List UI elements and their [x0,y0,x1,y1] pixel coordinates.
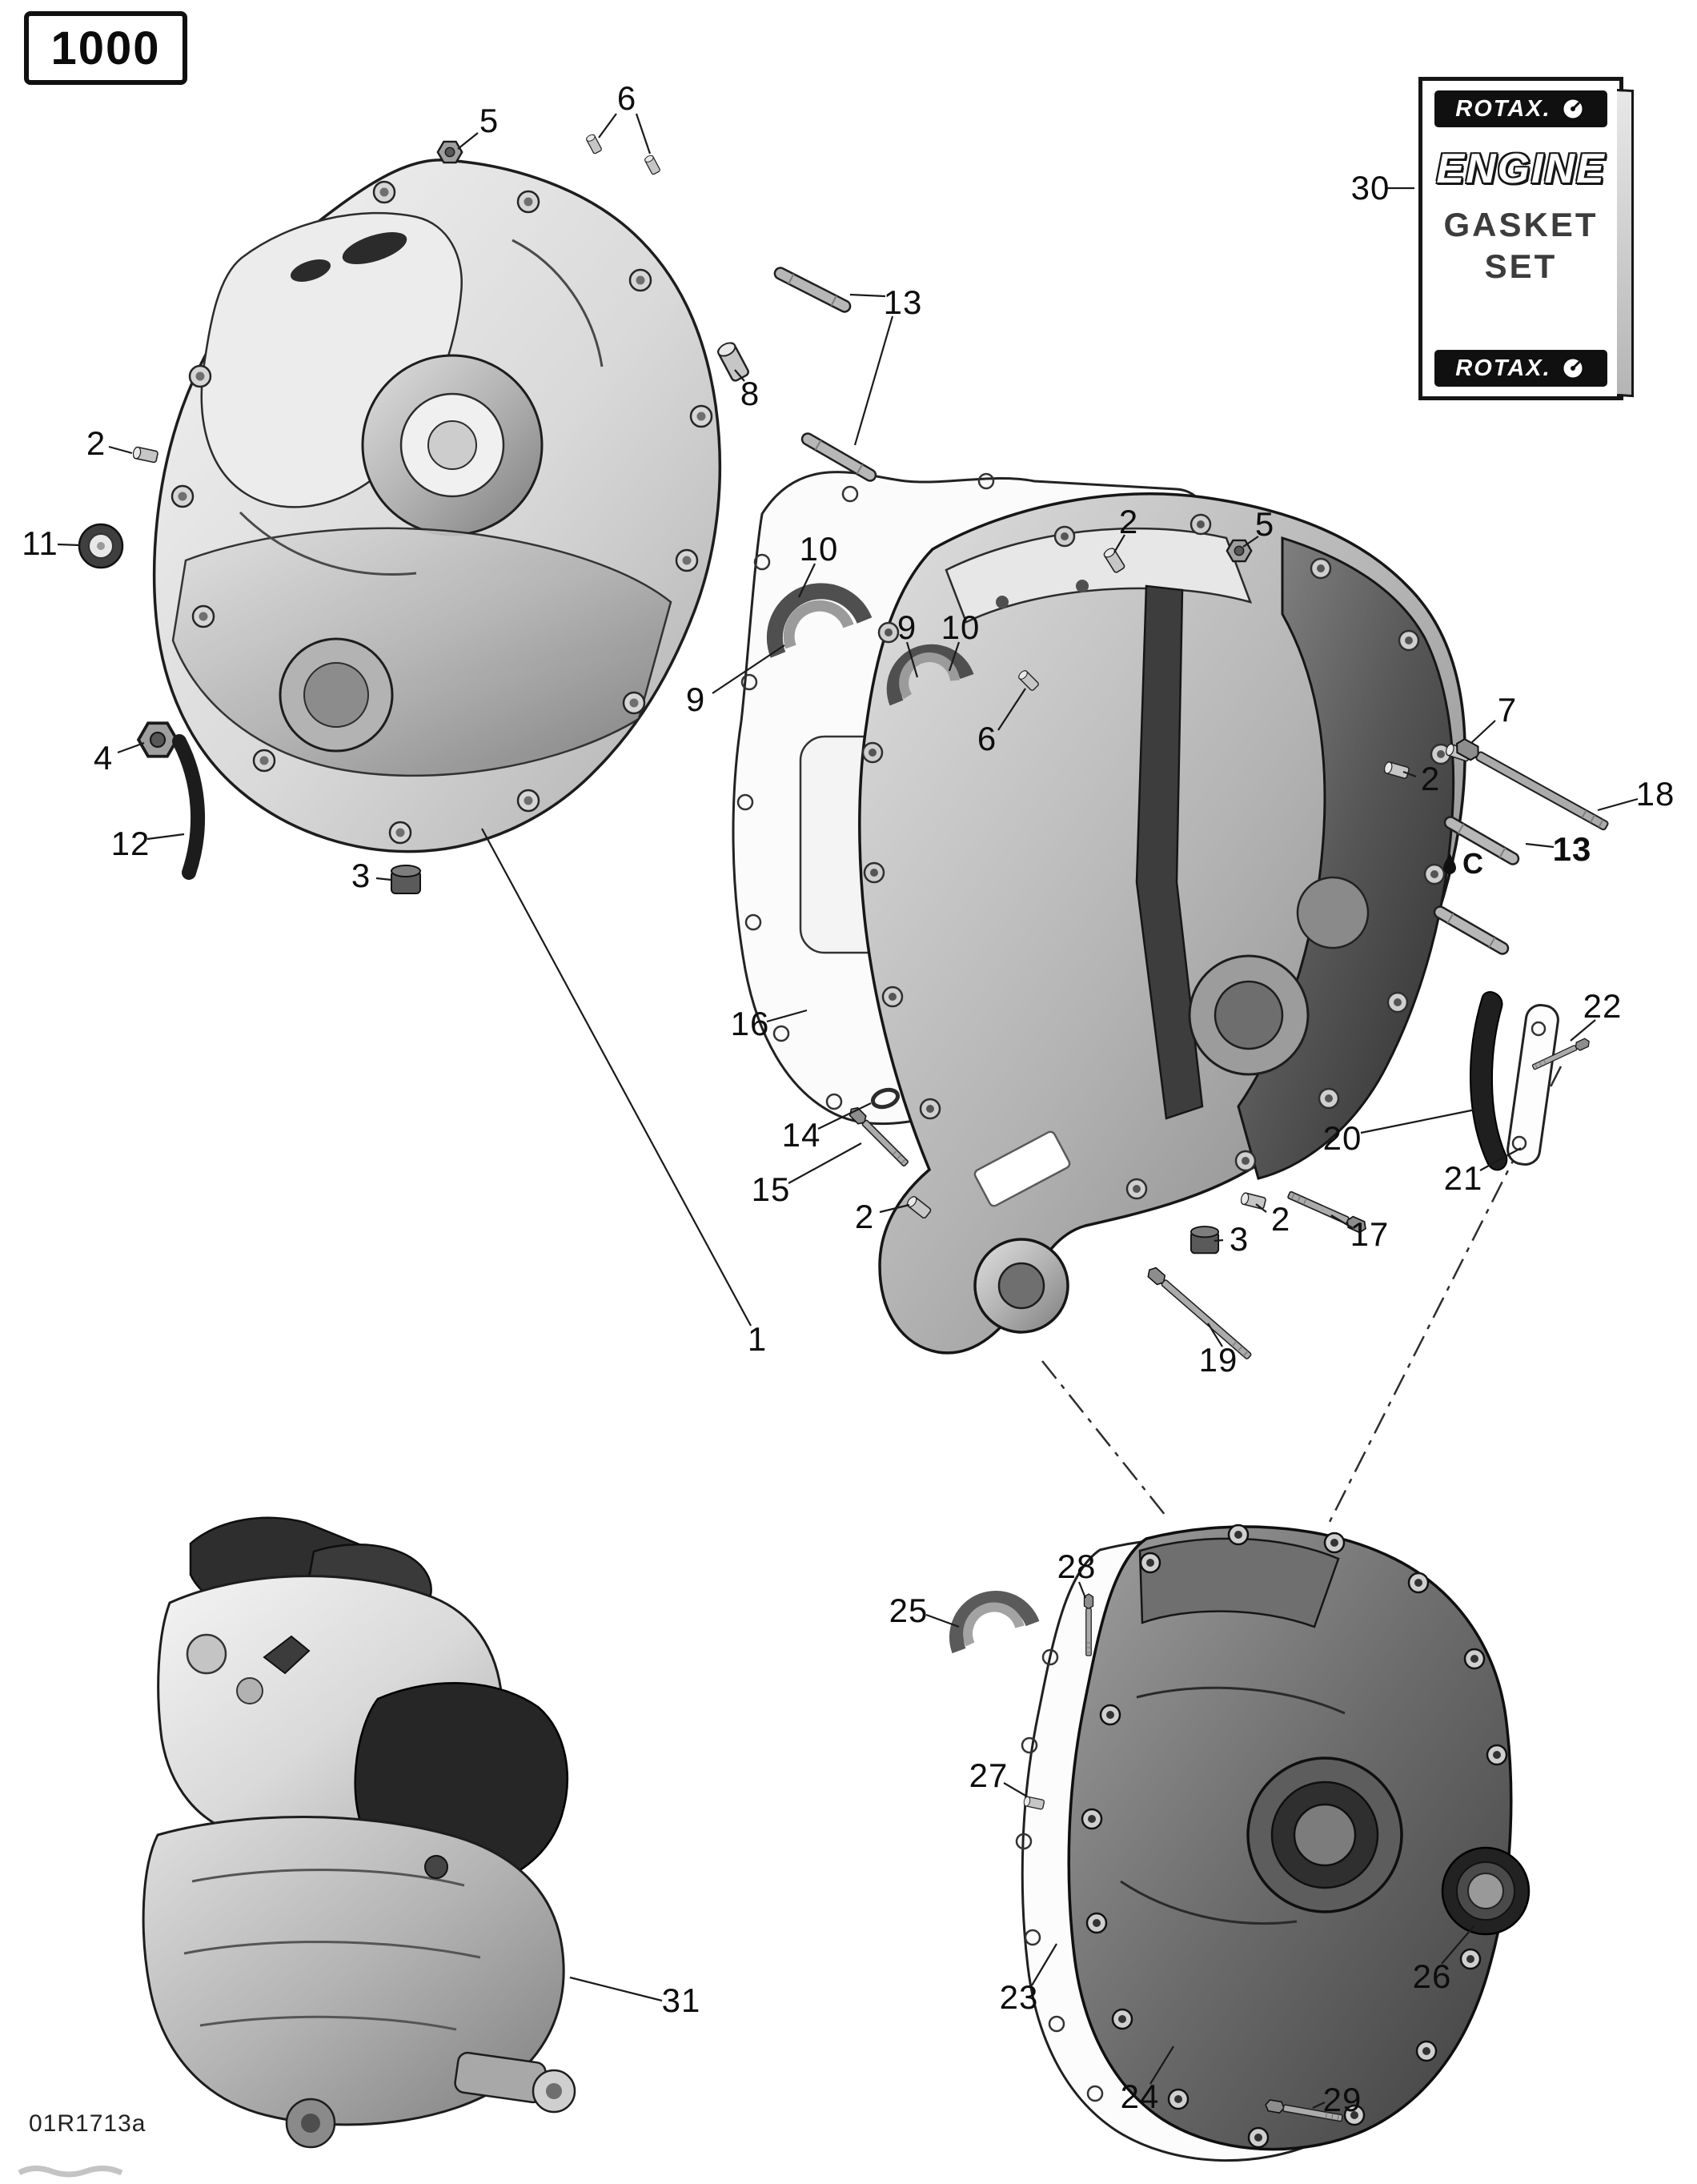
oil-seal-26-illustration [1441,1846,1531,1936]
tensioner-guide-illustration [1469,991,1559,1171]
gasket-card-title-engine: ENGINE [1436,146,1606,192]
spacer-nut-illustration [137,721,179,758]
engine-assembly-illustration [142,1516,576,2149]
engine-gasket-set-card: ROTAX. ENGINE GASKET SET ROTAX. [1418,77,1623,400]
flange-bolt-illustration [1145,1264,1254,1363]
dowel-pin-illustration [584,133,603,155]
rotax-brand-bar-bottom: ROTAX. [1434,350,1608,387]
crankcase-half-front-illustration [152,159,722,853]
stud-illustration [1431,903,1511,958]
nut-illustration [436,140,463,164]
model-badge: 1000 [24,11,187,85]
rotax-brand-bar-top: ROTAX. [1434,90,1608,127]
magneto-cover-illustration [1067,1524,1513,2151]
rotax-logo-text: ROTAX. [1455,95,1551,122]
bearing-25-illustration [949,1591,1040,1654]
oil-mark-letter: C [1462,847,1483,880]
engine-label-sticker [973,1130,1071,1207]
plug-illustration [391,865,421,894]
dowel-pin-illustration [715,339,751,383]
model-badge-text: 1000 [50,22,161,74]
stud-illustration [772,264,853,315]
gasket-card-title-set: SET [1484,247,1558,285]
projection-lines [1041,1066,1563,1524]
plug-illustration [1190,1226,1220,1255]
rotax-badge-icon [1561,356,1585,380]
rotax-badge-icon [1561,97,1585,121]
cover-bolt-holes [1081,1524,1508,2149]
crankcase-half-rear-illustration [858,492,1466,1355]
flange-bolt-illustration [1083,1593,1094,1656]
oil-seal-11-illustration [78,523,124,569]
oil-drop-icon [1443,853,1456,874]
gasket-card-title-gasket: GASKET [1443,206,1599,243]
bolt-bosses [171,180,713,845]
print-artifact [18,2166,123,2178]
rotax-logo-text: ROTAX. [1455,355,1551,381]
cover-gasket-illustration [1015,1536,1466,2162]
washer-ring-illustration [870,1087,901,1110]
dowel-pin-illustration [1239,1191,1267,1210]
fasteners [131,133,1611,2125]
flange-bolt-illustration [1452,736,1611,834]
oil-drop-mark: C [1441,847,1483,881]
nut-illustration [1226,539,1253,563]
flange-bolt-illustration [1286,1188,1369,1235]
dowel-pin-illustration [643,154,661,176]
bolt-bosses [861,513,1452,1200]
dowel-pin-illustration [131,445,159,464]
breather-hose-illustration [172,734,206,880]
drawing-code: 01R1713a [29,2110,146,2137]
